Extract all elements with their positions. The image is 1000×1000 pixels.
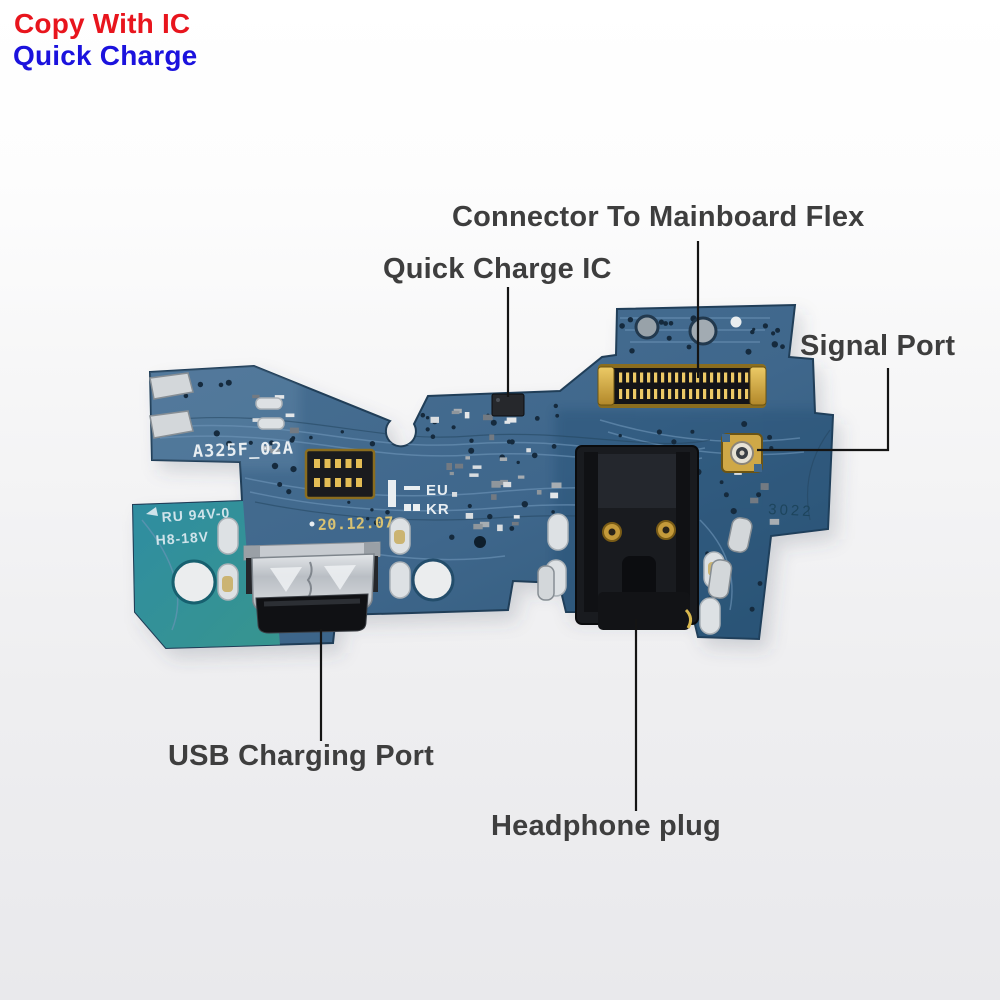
silkscreen-eu: EU <box>426 482 449 499</box>
usb-connector <box>243 541 381 634</box>
silkscreen-ul-rating: RU 94V-0 <box>161 504 231 525</box>
title-copy-with-ic: Copy With IC <box>14 8 191 39</box>
silkscreen-date: 20.12.07 <box>318 513 395 534</box>
silkscreen-kr: KR <box>426 501 450 518</box>
screw-holes <box>171 314 742 605</box>
small-b2b-connector <box>304 448 376 500</box>
callout-usb-charging-port: USB Charging Port <box>168 740 435 772</box>
title-quick-charge: Quick Charge <box>13 40 198 71</box>
spring-contacts <box>149 372 753 601</box>
silkscreen-serial: 3022 <box>768 501 814 520</box>
silkscreen-markings: A325F_02A EU KR 20.12.07 RU 94V-0 H8-18V… <box>146 438 814 548</box>
signal-port-connector <box>721 433 763 473</box>
quick-charge-ic-chip <box>491 393 525 417</box>
callout-connector-to-mainboard-flex: Connector To Mainboard Flex <box>452 201 865 233</box>
leader-lines <box>319 241 890 811</box>
headphone-jack <box>575 445 699 630</box>
leader-line-signal-port <box>757 368 890 452</box>
silkscreen-h8: H8-18V <box>155 528 209 548</box>
callout-headphone-plug: Headphone plug <box>491 810 721 842</box>
pcb-board: A325F_02A EU KR 20.12.07 RU 94V-0 H8-18V… <box>131 303 835 650</box>
callout-quick-charge-ic: Quick Charge IC <box>383 253 612 285</box>
callout-signal-port: Signal Port <box>800 330 956 362</box>
mainboard-flex-connector <box>597 364 767 408</box>
flammability-triangle-icon <box>146 507 158 516</box>
silkscreen-model: A325F_02A <box>192 438 294 462</box>
